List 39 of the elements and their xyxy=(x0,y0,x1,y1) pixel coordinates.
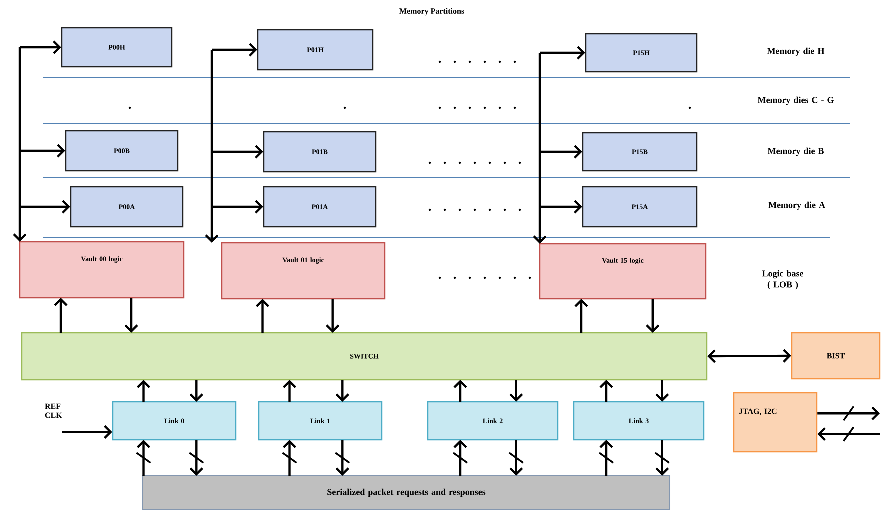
serial-interface-bar: Serialized packet requests and responses xyxy=(142,476,670,510)
arrow xyxy=(136,380,151,402)
title: Memory Partitions xyxy=(400,8,464,16)
arrow xyxy=(574,299,588,333)
bus-arrow xyxy=(654,440,670,476)
arrow xyxy=(454,380,468,402)
arrow xyxy=(656,380,670,402)
bus-arrow xyxy=(598,440,614,476)
arrow xyxy=(190,380,204,402)
row-label: Memory die H xyxy=(767,48,825,56)
bus-arrow xyxy=(533,46,586,244)
ref-clk-label: REF CLK xyxy=(45,404,62,418)
bus-arrow xyxy=(205,43,264,243)
row-label: Memory dies C - G xyxy=(758,96,834,106)
arrow xyxy=(600,380,614,402)
row-label: Memory die B xyxy=(768,148,824,156)
arrow xyxy=(510,380,524,402)
arrow xyxy=(708,349,792,364)
bus-arrow xyxy=(818,406,880,422)
arrow xyxy=(646,299,660,333)
arrow xyxy=(282,380,297,402)
arrow xyxy=(124,298,138,333)
bus-arrow xyxy=(136,440,152,476)
arrow xyxy=(256,299,270,333)
row-label: Logic base ( LOB ) xyxy=(762,270,804,290)
bus-arrow xyxy=(508,440,524,476)
arrow xyxy=(62,425,112,439)
bus-arrow xyxy=(335,440,350,476)
bus-arrow xyxy=(818,426,880,442)
arrow xyxy=(54,298,68,333)
arrow xyxy=(336,380,350,402)
bist-box: BIST xyxy=(791,332,881,380)
row-label: Memory die A xyxy=(768,202,826,210)
arrow xyxy=(326,299,340,333)
bus-arrow xyxy=(13,40,70,242)
bus-arrow xyxy=(452,440,468,476)
bus-arrow xyxy=(282,440,298,476)
bus-arrow xyxy=(189,440,204,476)
jtag-box: JTAG, I2C xyxy=(733,392,818,453)
